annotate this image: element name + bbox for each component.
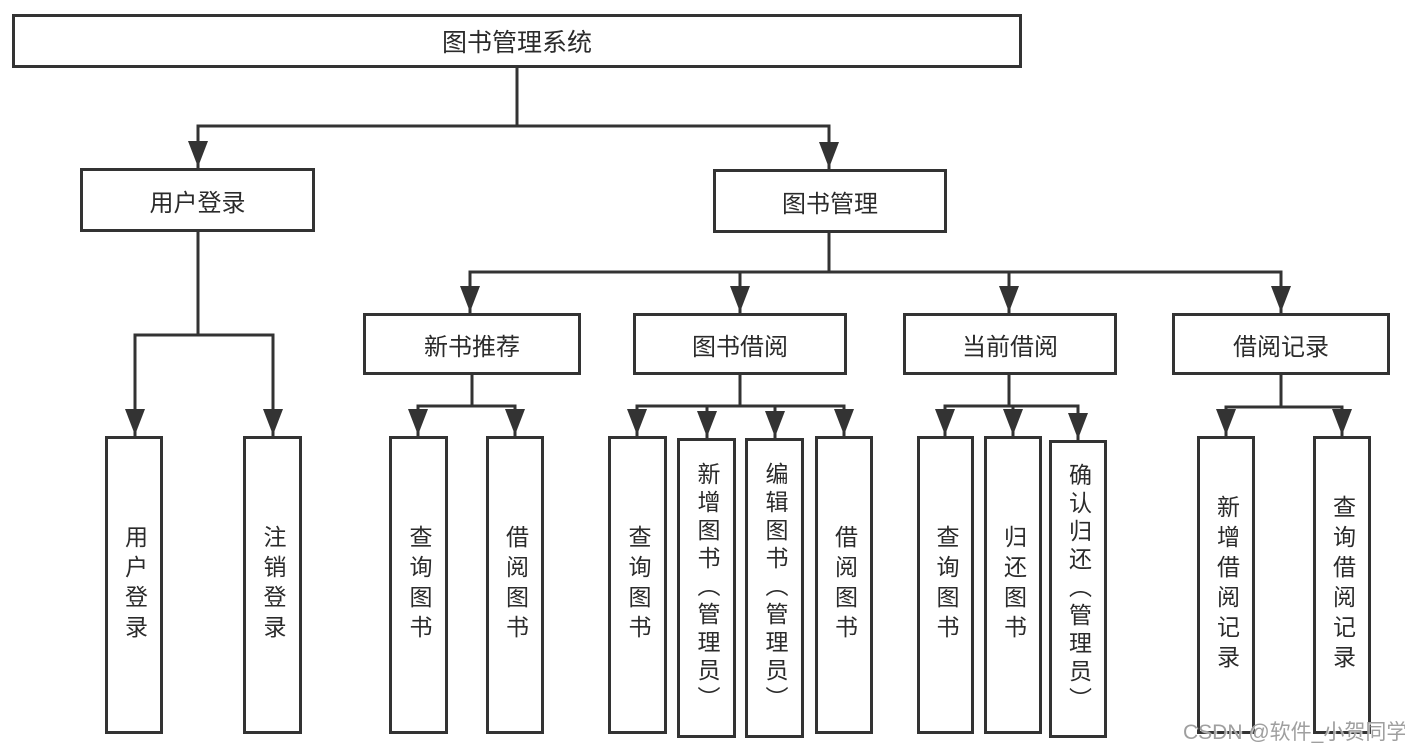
leaf-add-book-admin: 新增图书（管理员） [677,438,736,738]
leaf-borrow-book: 借阅图书 [815,436,873,734]
connector-book-borrow-children [627,373,854,439]
leaf-query-book-recommend: 查询图书 [389,436,448,734]
leaf-edit-book-admin: 编辑图书（管理员） [745,438,804,738]
leaf-query-book-current: 查询图书 [917,436,974,734]
connector-borrow-record-children [1216,373,1352,437]
connector-new-book-children [408,373,525,437]
leaf-user-login: 用户登录 [105,436,163,734]
node-book-borrow: 图书借阅 [633,313,847,375]
leaf-borrow-book-recommend: 借阅图书 [486,436,544,734]
leaf-return-book: 归还图书 [984,436,1042,734]
leaf-confirm-return-admin: 确认归还（管理员） [1049,440,1107,738]
watermark: CSDN @软件_小贺同学 [1183,721,1405,744]
node-current-borrow: 当前借阅 [903,313,1117,375]
node-book-management: 图书管理 [713,169,947,233]
connector-current-borrow-children [935,373,1088,441]
leaf-add-borrow-record: 新增借阅记录 [1197,436,1255,734]
connector-book-mgmt-children [460,231,1291,314]
node-user-login: 用户登录 [80,168,315,232]
leaf-logout: 注销登录 [243,436,302,734]
connector-user-login-children [125,230,283,437]
leaf-query-book-borrow: 查询图书 [608,436,667,734]
node-new-book-recommend: 新书推荐 [363,313,581,375]
node-root-system: 图书管理系统 [12,14,1022,68]
leaf-query-borrow-record: 查询借阅记录 [1313,436,1371,734]
node-borrow-record: 借阅记录 [1172,313,1390,375]
connector-root-to-level2 [188,66,839,170]
